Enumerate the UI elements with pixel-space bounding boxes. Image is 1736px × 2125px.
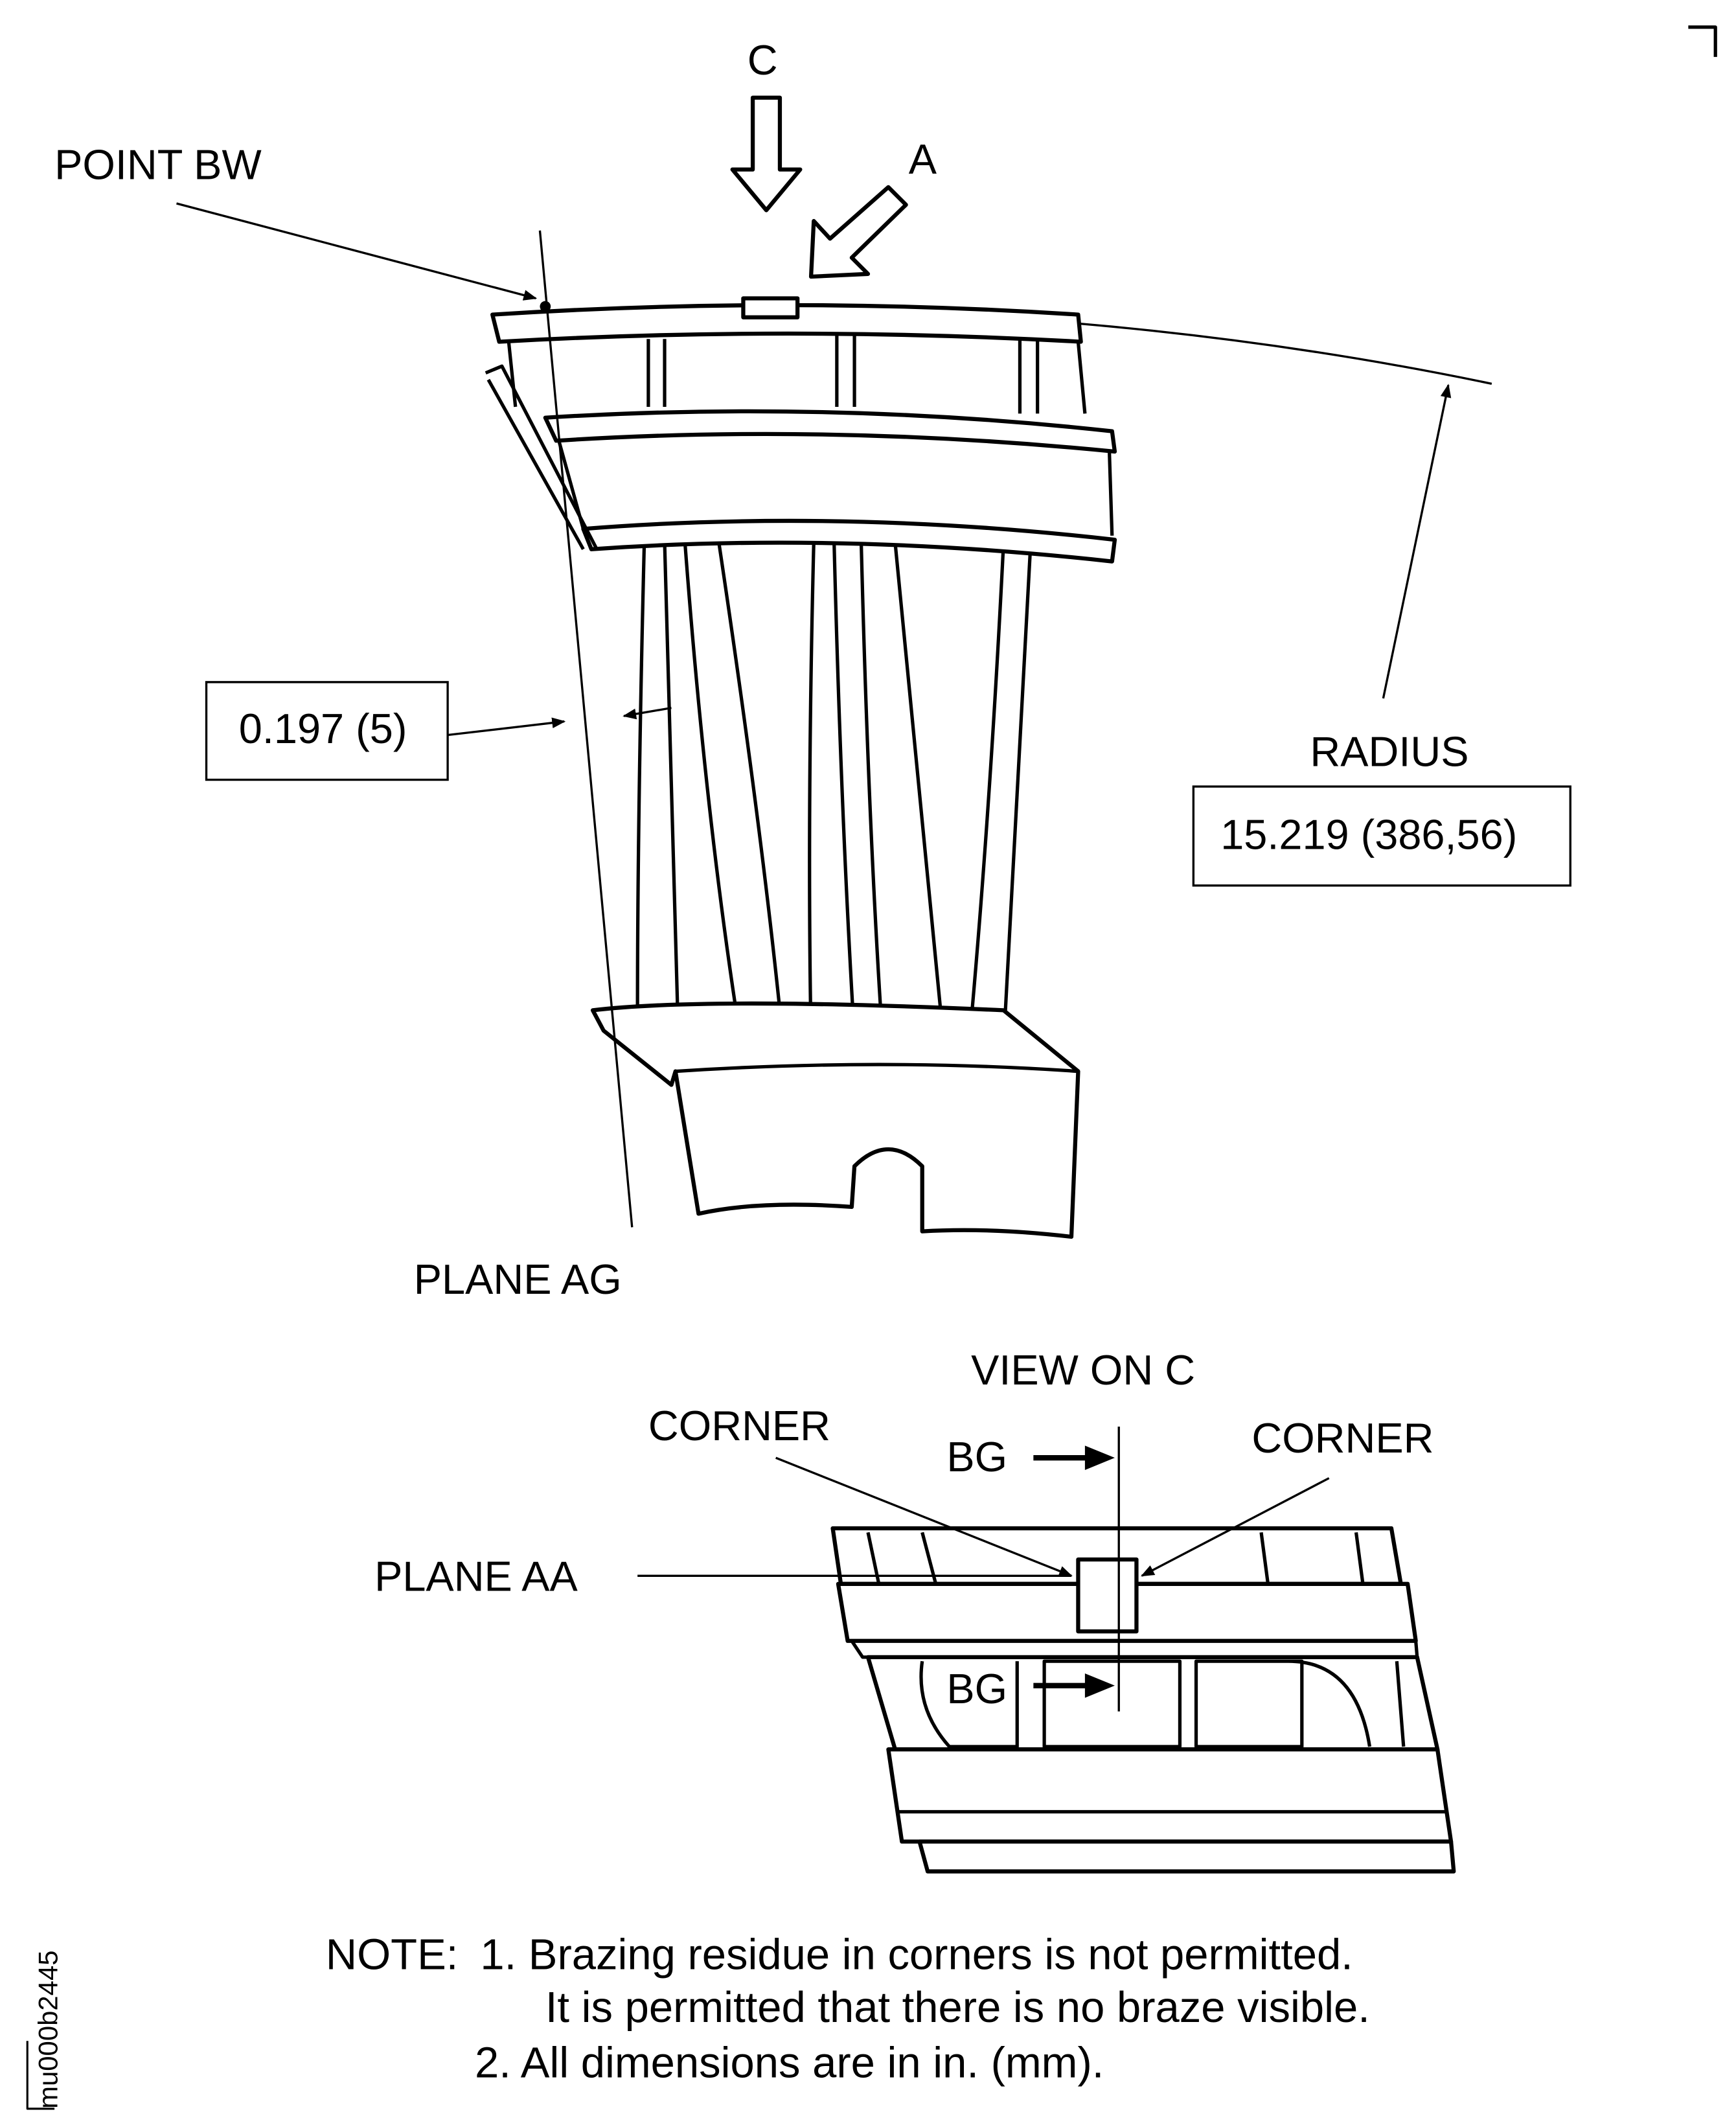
vane-segment-isometric	[485, 230, 1492, 1239]
vane-segment-top-view	[830, 1427, 1456, 1874]
note-prefix: NOTE:	[326, 1930, 459, 1979]
note-2: 2. All dimensions are in in. (mm).	[475, 2039, 1104, 2087]
note-1-cont: It is permitted that there is no braze v…	[545, 1983, 1370, 2032]
view-c-arrow-icon	[730, 95, 803, 212]
corner-right-label: CORNER	[1251, 1414, 1433, 1462]
locating-tab	[1076, 1557, 1139, 1634]
plane-aa-label: PLANE AA	[374, 1552, 578, 1600]
section-bg-bottom-arrow-icon	[1033, 1673, 1115, 1698]
view-a-label: A	[909, 135, 937, 183]
point-bw-marker	[540, 301, 551, 312]
plane-ag-line	[538, 230, 634, 1228]
vanes	[635, 332, 1040, 1044]
locating-tab	[741, 296, 800, 319]
thickness-dimension: 0.197 (5)	[239, 705, 407, 752]
crop-mark	[1688, 25, 1717, 57]
radius-dimension: 15.219 (386,56)	[1220, 810, 1517, 858]
inner-platform	[590, 1001, 1080, 1239]
section-bg-top-arrow-icon	[1033, 1445, 1115, 1470]
section-bg-bottom-label: BG	[946, 1665, 1007, 1712]
inner-rail	[581, 518, 1117, 564]
section-bg-top-label: BG	[946, 1433, 1007, 1480]
radius-dimension-box	[1192, 785, 1571, 887]
radius-label: RADIUS	[1310, 728, 1468, 775]
thickness-dimension-box	[205, 681, 449, 781]
outer-shroud-rail	[543, 409, 1117, 454]
corner-left-label: CORNER	[648, 1402, 830, 1449]
view-a-arrow-icon	[808, 185, 908, 279]
point-bw-label: POINT BW	[54, 141, 262, 188]
view-on-c-title: VIEW ON C	[971, 1346, 1195, 1394]
note-1: 1. Brazing residue in corners is not per…	[480, 1930, 1353, 1979]
figure-id: mu000b2445	[32, 1950, 63, 2108]
outer-shroud-top	[490, 303, 1083, 344]
plane-ag-label: PLANE AG	[414, 1256, 622, 1303]
view-c-label: C	[748, 36, 778, 84]
